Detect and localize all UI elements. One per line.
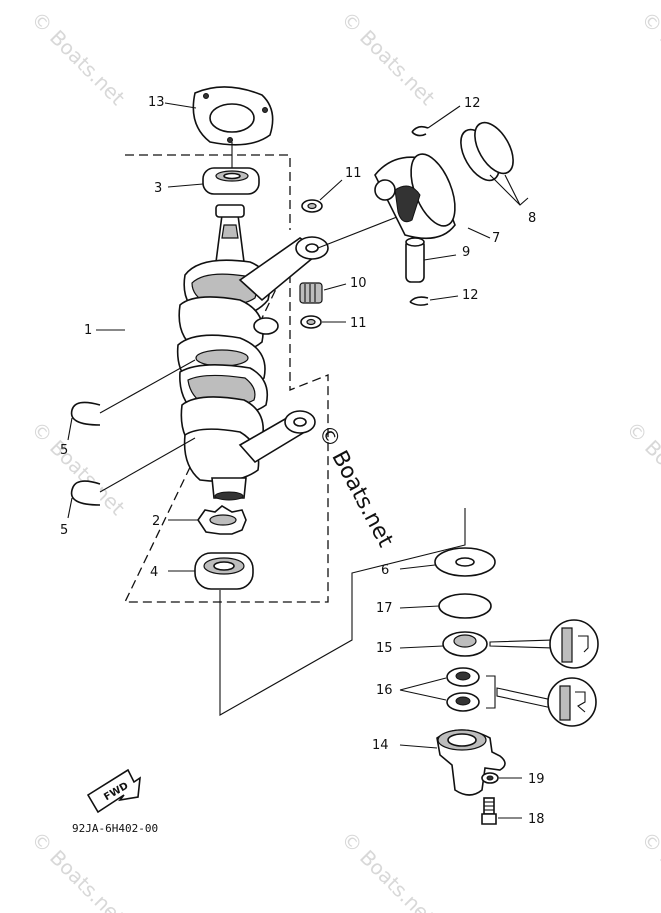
- watermark-top-center: © Boats.net: [336, 7, 439, 110]
- label-leaders: [96, 102, 491, 331]
- label-17: 17: [376, 601, 393, 616]
- watermark-mid-left: © Boats.net: [26, 417, 129, 520]
- watermark-bottom-center: © Boats.net: [336, 827, 439, 913]
- part-14-bearing-housing: [399, 729, 506, 796]
- fwd-arrow-icon: FWD: [86, 768, 141, 814]
- label-3: 3: [154, 181, 162, 196]
- label-1: 1: [84, 323, 92, 338]
- label-6: 6: [381, 563, 389, 578]
- watermark-mid-right: © Boats.net: [621, 417, 661, 520]
- label-10: 10: [350, 276, 367, 291]
- part-2-gear: [168, 505, 247, 535]
- drawing-code: 92JA-6H402-00: [72, 822, 158, 835]
- part-5-circlip-upper: [67, 359, 196, 441]
- part-11-washer-upper: [301, 179, 343, 213]
- part-18-bolt: [481, 797, 522, 825]
- label-5a: 5: [60, 443, 68, 458]
- label-14: 14: [372, 738, 389, 753]
- label-12b: 12: [462, 288, 479, 303]
- part-19-washer: [481, 772, 522, 784]
- part-12-clip-lower: [409, 295, 459, 306]
- label-12a: 12: [464, 96, 481, 111]
- part-11-washer-lower: [300, 315, 346, 329]
- part-5-circlip-lower: [67, 437, 196, 519]
- part-6-shim: [399, 547, 496, 577]
- label-13: 13: [148, 95, 165, 110]
- watermark-top-left: © Boats.net: [26, 7, 129, 110]
- label-5b: 5: [60, 523, 68, 538]
- label-16: 16: [376, 683, 393, 698]
- label-4: 4: [150, 565, 158, 580]
- label-11a: 11: [345, 166, 362, 181]
- part-17-o-ring: [399, 593, 492, 619]
- center-watermark: © Boats.net: [313, 421, 398, 552]
- part-7-piston: [374, 153, 456, 240]
- watermark-bottom-left: © Boats.net: [26, 827, 129, 913]
- label-8: 8: [528, 211, 536, 226]
- upper-connecting-rod: [238, 214, 403, 302]
- watermark-bottom-right: © Boats.net: [636, 827, 661, 913]
- part-3-bearing: [202, 142, 260, 195]
- label-11b: 11: [350, 316, 367, 331]
- part-13-cover-plate: [192, 86, 274, 146]
- assembly-boundary: [123, 154, 329, 603]
- part-8-piston-rings: [460, 121, 529, 206]
- part-9-piston-pin: [405, 237, 457, 283]
- label-15: 15: [376, 641, 393, 656]
- watermark-top-right: © Boats.net: [636, 7, 661, 110]
- part-10-needle-bearing: [299, 282, 347, 304]
- housing-group-leader: [219, 508, 466, 716]
- part-12-clip-upper: [411, 105, 461, 137]
- part-number-labels: 13 12 11 3 8 7 9 10 12 11 1 5 5 2 4 6 17…: [60, 95, 545, 827]
- label-2: 2: [152, 514, 160, 529]
- part-15-oil-seal: [399, 619, 599, 669]
- part-4-bearing: [168, 552, 254, 590]
- lower-connecting-rod: [238, 410, 316, 464]
- label-18: 18: [528, 812, 545, 827]
- label-19: 19: [528, 772, 545, 787]
- label-7: 7: [492, 231, 500, 246]
- part-16-seals: [399, 667, 597, 727]
- label-9: 9: [462, 245, 470, 260]
